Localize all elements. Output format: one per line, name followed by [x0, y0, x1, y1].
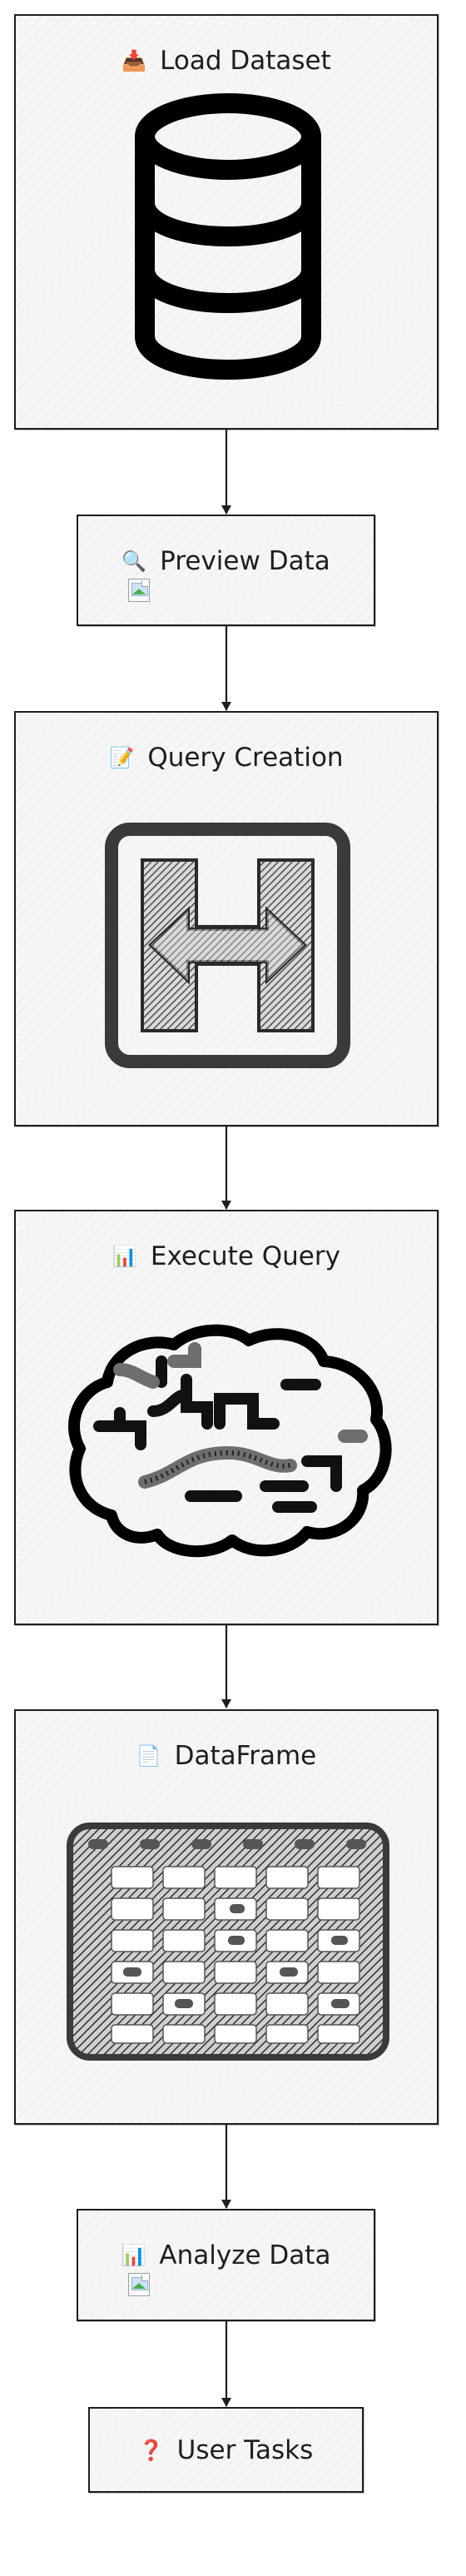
- bar-chart-icon: 📊: [121, 2244, 146, 2267]
- node-label: Query Creation: [147, 743, 344, 773]
- node-title: 📄 DataFrame: [16, 1739, 437, 1773]
- brain-icon: [68, 1324, 392, 1558]
- node-title: 📊 Analyze Data: [78, 2239, 374, 2272]
- broken-image-icon: [128, 2273, 150, 2296]
- magnifying-glass-icon: 🔍: [121, 550, 147, 573]
- node-title: 🔍 Preview Data: [78, 545, 374, 578]
- node-title: 📝 Query Creation: [16, 741, 437, 774]
- node-preview-data: 🔍 Preview Data: [77, 515, 375, 626]
- node-label: Analyze Data: [159, 2240, 331, 2270]
- node-execute-query: 📊 Execute Query: [14, 1210, 439, 1625]
- node-query-creation: 📝 Query Creation: [14, 711, 439, 1126]
- table-grid-icon: [67, 1823, 389, 2061]
- broken-image-icon: [128, 579, 150, 602]
- node-label: Load Dataset: [160, 46, 331, 76]
- inbox-tray-icon: 📥: [121, 49, 147, 72]
- exchange-arrows-icon: [105, 823, 350, 1068]
- memo-icon: 📝: [109, 746, 135, 769]
- bar-chart-icon: 📊: [112, 1245, 137, 1268]
- node-label: Preview Data: [160, 546, 330, 576]
- node-dataframe: 📄 DataFrame: [14, 1709, 439, 2125]
- page-icon: 📄: [136, 1744, 161, 1768]
- node-load-dataset: 📥 Load Dataset: [14, 14, 439, 430]
- node-analyze-data: 📊 Analyze Data: [77, 2209, 375, 2321]
- node-title: 📊 Execute Query: [16, 1240, 437, 1273]
- node-label: DataFrame: [174, 1741, 317, 1771]
- node-label: Execute Query: [150, 1241, 340, 1271]
- database-icon: [135, 93, 321, 380]
- node-title: 📥 Load Dataset: [16, 44, 437, 77]
- node-title: ❓ User Tasks: [90, 2434, 362, 2467]
- question-mark-icon: ❓: [138, 2439, 164, 2462]
- node-user-tasks: ❓ User Tasks: [88, 2407, 364, 2493]
- node-label: User Tasks: [176, 2435, 314, 2465]
